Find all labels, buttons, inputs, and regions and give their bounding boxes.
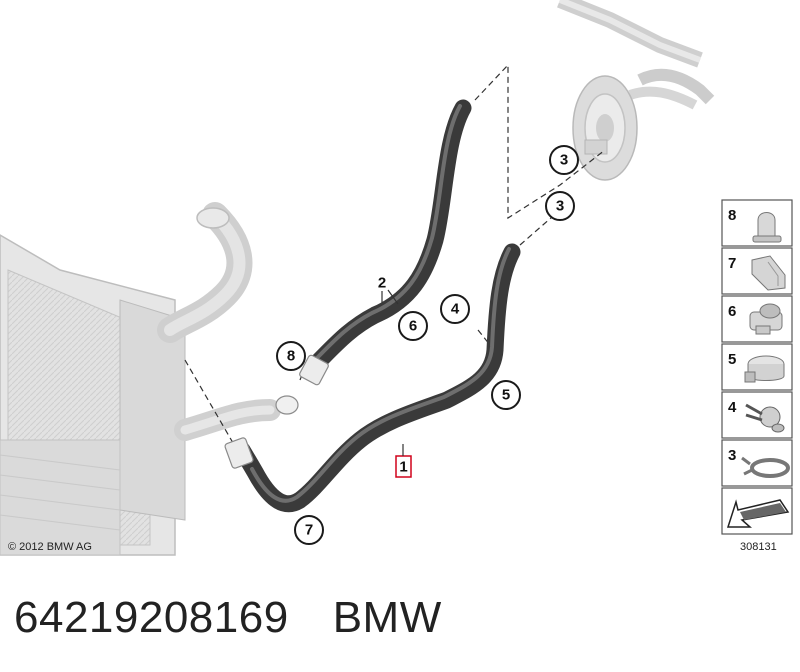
callout-2[interactable]: 2 (378, 275, 386, 292)
callout-4[interactable]: 4 (440, 294, 470, 324)
legend-item-3[interactable]: 3 (721, 439, 793, 487)
legend-number-3: 3 (728, 447, 736, 464)
part-footer: 64219208169 BMW (14, 588, 786, 648)
callout-7-label: 7 (305, 522, 313, 539)
callout-8[interactable]: 8 (276, 341, 306, 371)
legend-number-4: 4 (728, 399, 737, 416)
callout-5[interactable]: 5 (491, 380, 521, 410)
upper-radiator-hose (157, 202, 253, 343)
hose-clamp-holder-icon (749, 303, 783, 335)
legend-item-arrow[interactable] (721, 487, 793, 535)
callout-6-leader (387, 289, 399, 305)
callout-6-label: 6 (409, 318, 417, 335)
legend-item-5[interactable]: 5 (721, 343, 793, 391)
callout-7[interactable]: 7 (294, 515, 324, 545)
hose-2 (275, 99, 472, 415)
callout-3b[interactable]: 3 (545, 191, 575, 221)
radiator (0, 234, 186, 556)
hose-1 (224, 243, 521, 513)
callout-3b-label: 3 (556, 198, 564, 215)
clip-icon (752, 212, 782, 243)
callout-3a[interactable]: 3 (549, 145, 579, 175)
callout-4-label: 4 (451, 301, 460, 318)
callout-1-highlighted[interactable]: 1 (395, 455, 412, 478)
spring-clamp-icon (745, 403, 785, 433)
band-clamp-icon (744, 355, 785, 383)
oil-cooler (557, 0, 715, 181)
callout-6[interactable]: 6 (398, 311, 428, 341)
callout-8-label: 8 (287, 348, 295, 365)
copyright-text: © 2012 BMW AG (8, 541, 92, 553)
diagram-code: 308131 (740, 541, 777, 553)
callout-1-label: 1 (399, 459, 407, 476)
callout-5-label: 5 (502, 387, 510, 404)
legend-item-7[interactable]: 7 (721, 247, 793, 295)
legend-number-7: 7 (728, 255, 736, 272)
direction-arrow-icon (726, 499, 790, 528)
part-number: 64219208169 (14, 593, 289, 642)
bracket-icon (751, 255, 786, 291)
legend-panel: 8 7 6 5 (721, 199, 793, 535)
callout-3a-label: 3 (560, 152, 568, 169)
hose-clip-icon (741, 456, 790, 478)
legend-number-5: 5 (728, 351, 736, 368)
legend-item-8[interactable]: 8 (721, 199, 793, 247)
legend-item-6[interactable]: 6 (721, 295, 793, 343)
lower-radiator-hose (174, 399, 281, 441)
legend-number-6: 6 (728, 303, 736, 320)
legend-number-8: 8 (728, 207, 736, 224)
brand-name: BMW (332, 593, 442, 642)
legend-item-4[interactable]: 4 (721, 391, 793, 439)
parts-diagram: 3 3 4 5 6 7 8 2 1 8 (0, 0, 793, 556)
